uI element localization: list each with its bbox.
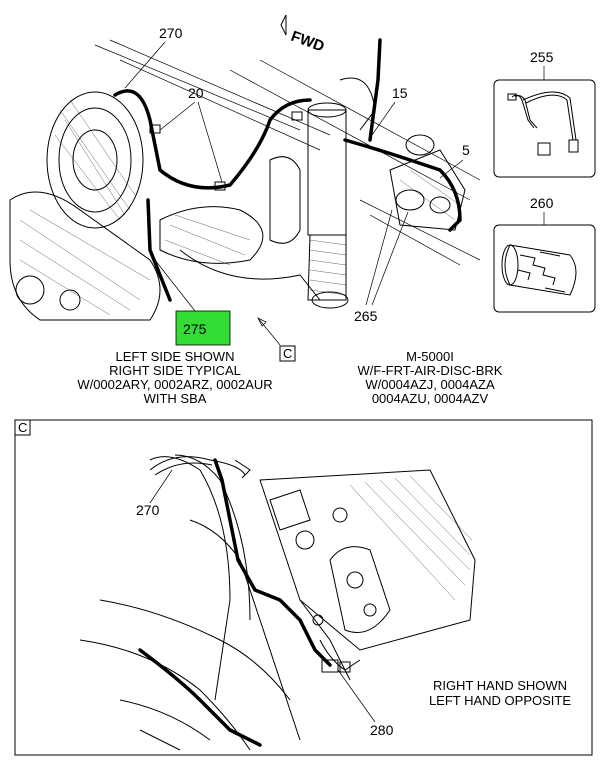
caption-right-line-3: W/0004AZJ, 0004AZA [365,377,495,392]
fwd-indicator: FWD [280,14,327,56]
detail-harness [213,458,332,667]
section-c-marker: C [257,317,296,362]
caption-left-line-4: WITH SBA [144,391,207,406]
air-hoses [159,156,321,301]
harness-tail [146,198,172,302]
section-c-label: C [283,346,292,361]
detail-callout-270: 270 [136,502,160,518]
callout-270: 270 [159,25,183,41]
hub-assembly [9,91,161,321]
top-callouts: 270 20 15 5 265 275 [124,25,470,346]
harness-right [343,138,462,232]
caption-left: LEFT SIDE SHOWN RIGHT SIDE TYPICAL W/000… [77,349,272,406]
harness-270 [113,89,312,190]
wear-sensor-icon [507,91,579,156]
detail-caption-line-1: RIGHT HAND SHOWN [433,678,567,693]
part-255-number: 255 [530,49,554,65]
detail-caliper [259,469,476,681]
callout-275: 275 [183,321,207,337]
detail-harness-lower [138,648,262,747]
caption-left-line-1: LEFT SIDE SHOWN [116,349,235,364]
detail-callout-280: 280 [370,722,394,738]
part-255: 255 [493,49,596,178]
protective-sleeve-icon [501,244,577,296]
part-260: 260 [493,195,596,313]
callout-265: 265 [354,308,378,324]
part-260-number: 260 [530,195,554,211]
caption-right-line-4: 0004AZU, 0004AZV [372,391,489,406]
brake-caliper [389,134,466,231]
detail-connector-280 [312,614,351,673]
callout-15: 15 [392,85,408,101]
callout-5: 5 [462,142,470,158]
detail-c-view: C [14,419,593,756]
callout-20: 20 [188,85,204,101]
air-canister [307,77,376,309]
caption-right-line-2: W/F-FRT-AIR-DISC-BRK [358,363,503,378]
detail-c-label: C [18,420,27,435]
caption-left-line-2: RIGHT SIDE TYPICAL [109,363,241,378]
callout-275-highlight [175,310,231,346]
harness-upper [368,38,382,142]
detail-tie-strap [149,456,251,479]
caption-right-line-1: M-5000I [406,349,454,364]
caption-right: M-5000I W/F-FRT-AIR-DISC-BRK W/0004AZJ, … [358,349,503,406]
top-assembly-view: FWD 270 20 15 5 265 275 C LEF [9,14,503,406]
frame-rails [94,39,481,266]
harness-clips [149,111,303,191]
caption-left-line-3: W/0002ARY, 0002ARZ, 0002AUR [77,377,272,392]
detail-caption-line-2: LEFT HAND OPPOSITE [429,693,571,708]
detail-frame-tube [79,454,301,751]
fwd-label: FWD [289,28,327,56]
